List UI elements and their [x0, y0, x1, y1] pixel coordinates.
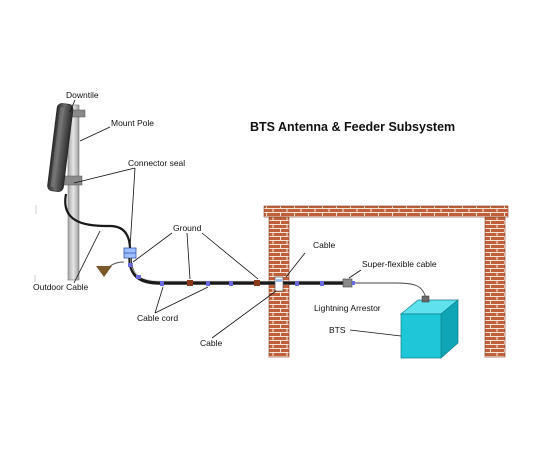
label-mount-pole: Mount Pole [111, 118, 154, 128]
label-connector-seal: Connector seal [128, 158, 185, 168]
label-cable-cord: Cable cord [137, 313, 178, 323]
diagram-title: BTS Antenna & Feeder Subsystem [250, 120, 455, 134]
lightning-arrestor [342, 278, 355, 288]
outdoor-cable [64, 193, 132, 251]
ground-symbol [96, 261, 125, 277]
label-cable-bottom: Cable [200, 338, 222, 348]
feed-through-window [274, 276, 284, 292]
label-bts: BTS [329, 325, 346, 335]
super-flexible-cable [355, 282, 427, 301]
ground-clamps [187, 280, 260, 286]
label-lightning-arrestor: Lightning Arrestor [314, 303, 381, 313]
label-super-flexible-cable: Super-flexible cable [362, 259, 437, 269]
label-ground: Ground [173, 223, 202, 233]
label-downtile: Downtile [66, 90, 99, 100]
label-outdoor-cable: Outdoor Cable [33, 282, 89, 292]
antenna [47, 103, 74, 192]
cable-cords [128, 263, 324, 286]
bts-cabinet [400, 295, 459, 359]
leader-lines [69, 99, 402, 339]
label-cable-top: Cable [313, 240, 335, 250]
